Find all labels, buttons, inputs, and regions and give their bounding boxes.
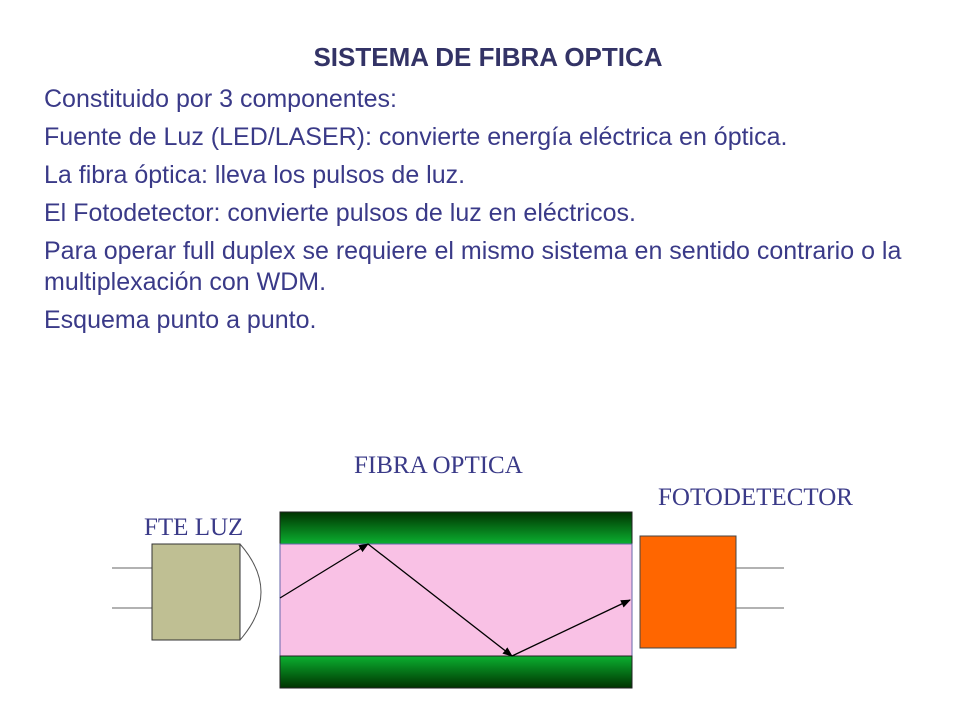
light-ray-2: [367, 543, 513, 657]
light-source-box: [151, 543, 241, 641]
bullet-item: El Fotodetector: convierte pulsos de luz…: [44, 199, 636, 227]
bullet-list: Constituido por 3 componentes: Fuente de…: [44, 84, 924, 343]
light-ray-1: [279, 543, 369, 599]
source-lens-arc: [239, 543, 262, 641]
bullet-item: La fibra óptica: lleva los pulsos de luz…: [44, 161, 466, 189]
photodetector-box: [639, 535, 737, 649]
fiber-core: [279, 543, 633, 657]
slide-title: SISTEMA DE FIBRA OPTICA: [313, 42, 663, 72]
bullet-item: Fuente de Luz (LED/LASER): convierte ene…: [44, 123, 788, 151]
fiber-cladding-top: [279, 511, 633, 545]
detector-label: FOTODETECTOR: [658, 484, 853, 511]
fiber-cladding-bottom: [279, 655, 633, 689]
bullet-item: Constituido por 3 componentes:: [44, 85, 397, 113]
light-ray-3: [511, 599, 631, 657]
fiber-label: FIBRA OPTICA: [354, 452, 523, 479]
bullet-item: Esquema punto a punto.: [44, 306, 317, 334]
source-label: FTE LUZ: [144, 514, 244, 541]
bullet-item: Para operar full duplex se requiere el m…: [44, 237, 902, 296]
